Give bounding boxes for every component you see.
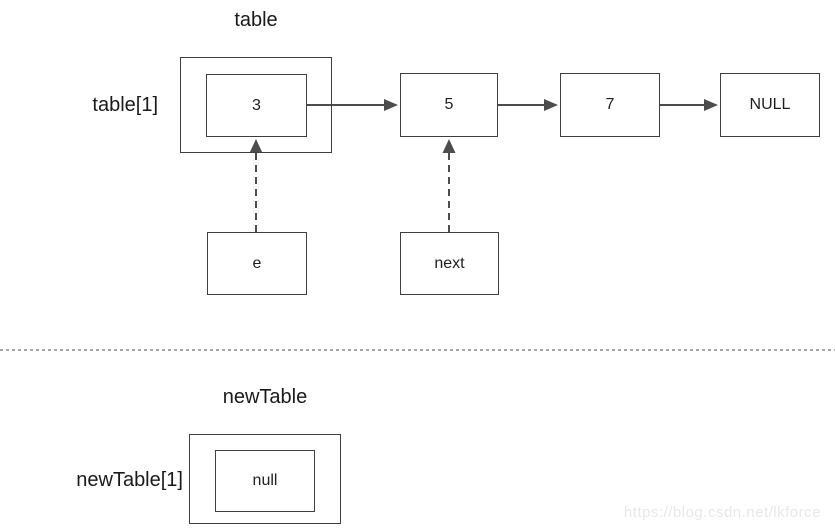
table-title: table — [234, 9, 278, 31]
node-box-5: 5 — [400, 73, 498, 137]
node-value-7: 7 — [605, 96, 615, 113]
arrowhead-3-to-5 — [384, 99, 398, 111]
pointer-value-next: next — [434, 254, 465, 272]
node-value-3: 3 — [252, 96, 261, 114]
dashed-arrowhead-next-to-5 — [442, 139, 456, 153]
pointer-value-e: e — [252, 254, 262, 272]
table-row-label: table[1] — [92, 94, 158, 116]
newtable-row-label: newTable[1] — [76, 469, 183, 491]
node-value-5: 5 — [444, 96, 454, 113]
watermark: https://blog.csdn.net/lkforce — [623, 504, 821, 521]
section-divider — [0, 349, 835, 351]
node-box-null: null — [215, 450, 315, 512]
node-box-tail-null: NULL — [720, 73, 820, 137]
arrowhead-7-to-null — [704, 99, 718, 111]
pointer-box-e: e — [207, 232, 307, 295]
table-slot-outer-box — [180, 57, 332, 153]
node-box-7: 7 — [560, 73, 660, 137]
node-box-3: 3 — [206, 74, 307, 137]
node-value-tail-null: NULL — [749, 96, 791, 113]
pointer-box-next: next — [400, 232, 499, 295]
node-value-null: null — [252, 472, 278, 489]
arrowhead-5-to-7 — [544, 99, 558, 111]
newtable-title: newTable — [222, 386, 308, 408]
newtable-slot-outer-box — [189, 434, 341, 524]
